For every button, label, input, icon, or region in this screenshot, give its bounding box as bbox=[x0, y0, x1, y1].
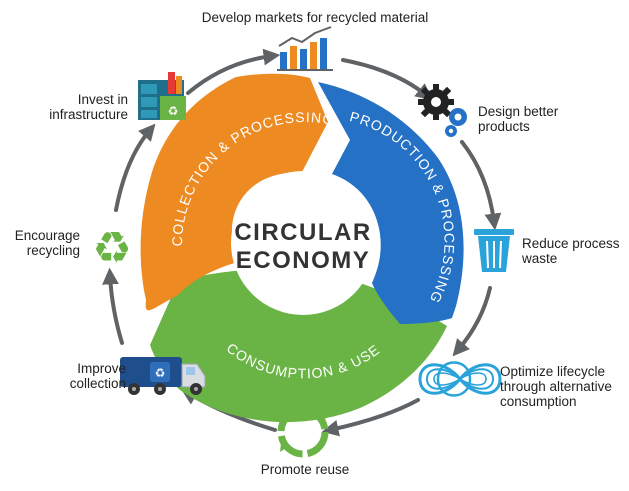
center-title-line1: CIRCULAR bbox=[234, 219, 371, 246]
step-optimize-lifecycle-line1: Optimize lifecycle bbox=[500, 364, 606, 379]
step-design-products-line1: Design better bbox=[478, 104, 559, 119]
segment-collection bbox=[140, 73, 328, 311]
arrow-recycling-to-infrastructure bbox=[114, 123, 156, 212]
trash-bin-icon bbox=[474, 229, 514, 272]
arrow-reduce-to-optimize bbox=[452, 286, 492, 357]
reuse-cycle-icon bbox=[277, 406, 329, 458]
step-promote-reuse: Promote reuse bbox=[220, 462, 390, 477]
step-optimize-lifecycle-line3: consumption bbox=[500, 394, 577, 409]
step-improve-collection-line2: collection bbox=[69, 376, 126, 391]
step-reduce-waste-line1: Reduce process bbox=[522, 236, 620, 251]
bar-chart-icon bbox=[277, 26, 333, 71]
factory-icon: ♻ bbox=[138, 72, 186, 120]
svg-text:♻: ♻ bbox=[155, 366, 166, 380]
center-hub bbox=[231, 171, 375, 315]
segment-production bbox=[318, 82, 464, 324]
svg-text:♻: ♻ bbox=[168, 104, 179, 118]
svg-text:♻: ♻ bbox=[92, 223, 131, 274]
step-design-products: Design better products bbox=[478, 104, 618, 134]
step-encourage-recycling-line1: Encourage bbox=[14, 228, 80, 243]
step-improve-collection: Improve collection bbox=[6, 361, 126, 391]
arrow-collection-to-recycling bbox=[102, 267, 124, 345]
step-improve-collection-line1: Improve bbox=[77, 361, 126, 376]
step-optimize-lifecycle: Optimize lifecycle through alternative c… bbox=[500, 364, 625, 409]
step-invest-infrastructure: Invest in infrastructure bbox=[10, 92, 128, 122]
step-design-products-line2: products bbox=[478, 119, 530, 134]
garbage-truck-icon: ♻ bbox=[120, 357, 206, 395]
arrow-design-to-reduce bbox=[460, 140, 502, 231]
segment-consumption bbox=[150, 269, 447, 423]
step-invest-infrastructure-line2: infrastructure bbox=[49, 107, 128, 122]
arrow-markets-to-design bbox=[341, 58, 433, 101]
step-encourage-recycling: Encourage recycling bbox=[2, 228, 80, 258]
gears-icon bbox=[418, 84, 467, 137]
step-develop-markets: Develop markets for recycled material bbox=[150, 10, 480, 25]
step-reduce-waste-line2: waste bbox=[522, 251, 558, 266]
arrow-infrastructure-to-markets bbox=[186, 48, 281, 95]
step-invest-infrastructure-line1: Invest in bbox=[77, 92, 128, 107]
step-promote-reuse-line1: Promote reuse bbox=[260, 462, 350, 477]
step-encourage-recycling-line2: recycling bbox=[26, 243, 80, 258]
infinity-icon bbox=[418, 361, 502, 397]
center-title-line2: ECONOMY bbox=[236, 247, 371, 274]
step-reduce-waste: Reduce process waste bbox=[522, 236, 627, 266]
arrow-optimize-to-reuse bbox=[321, 398, 420, 437]
step-optimize-lifecycle-line2: through alternative bbox=[500, 379, 612, 394]
recycle-icon: ♻ bbox=[92, 223, 131, 274]
step-develop-markets-line1: Develop markets for recycled material bbox=[201, 10, 429, 25]
